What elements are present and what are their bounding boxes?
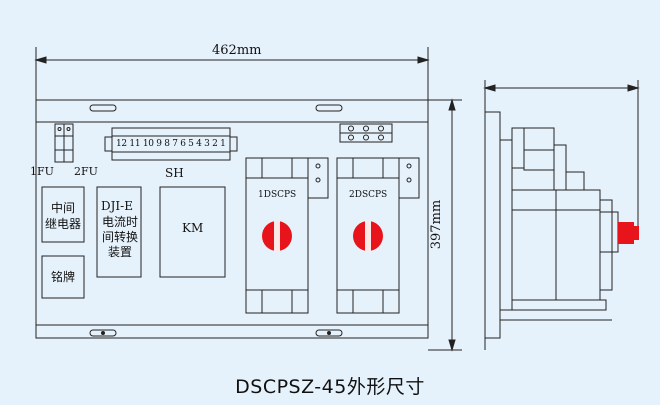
width-arrow-right (417, 56, 430, 64)
height-dimension-label: 397mm (429, 199, 445, 250)
timer-label-line1: DJI-E (101, 199, 133, 213)
relay-box (41, 186, 85, 243)
mount-slot-tl (89, 104, 117, 112)
side-view (484, 111, 619, 350)
mount-slot-br (315, 329, 343, 337)
contactor-label: KM (182, 221, 204, 235)
height-arrow-top (448, 98, 456, 111)
height-arrow-bottom (448, 339, 456, 352)
relay-label-line1: 中间 (51, 201, 76, 215)
front-panel (35, 99, 429, 339)
mount-dot-br (327, 331, 331, 335)
side-handle (618, 222, 634, 244)
switch-1-label: 1DSCPS (258, 190, 297, 200)
terminal-numbers: 12 11 10 9 8 7 6 5 4 3 2 1 (116, 139, 226, 149)
timer-label-line3: 间转换 (102, 230, 139, 244)
fuse-2-body (63, 123, 74, 163)
drawing-caption: DSCPSZ-45外形尺寸 (235, 376, 425, 398)
timer-label-line2: 电流时 (102, 215, 139, 229)
mount-slot-tr (315, 104, 343, 112)
switch-2-handle-bar (365, 221, 371, 251)
fuse-2-label: 2FU (74, 165, 98, 178)
fuse-1-label: 1FU (30, 165, 54, 178)
width-arrow-left (34, 56, 47, 64)
nameplate-box (41, 255, 85, 299)
switch-2-outline (336, 157, 420, 314)
switch-1-outline (245, 157, 329, 314)
switch-1-handle-bar (274, 221, 280, 251)
nameplate-label: 铭牌 (51, 270, 76, 284)
width-dimension-label: 462mm (212, 43, 262, 58)
terminal-block-label: SH (165, 166, 184, 180)
timer-box (96, 186, 142, 278)
relay-label-line2: 继电器 (45, 217, 82, 231)
mount-dot-bl (101, 331, 105, 335)
contactor-box (159, 186, 226, 278)
timer-label-line4: 装置 (108, 245, 133, 259)
side-handle-knob (634, 226, 639, 240)
switch-2-label: 2DSCPS (349, 190, 388, 200)
mount-slot-bl (89, 329, 117, 337)
